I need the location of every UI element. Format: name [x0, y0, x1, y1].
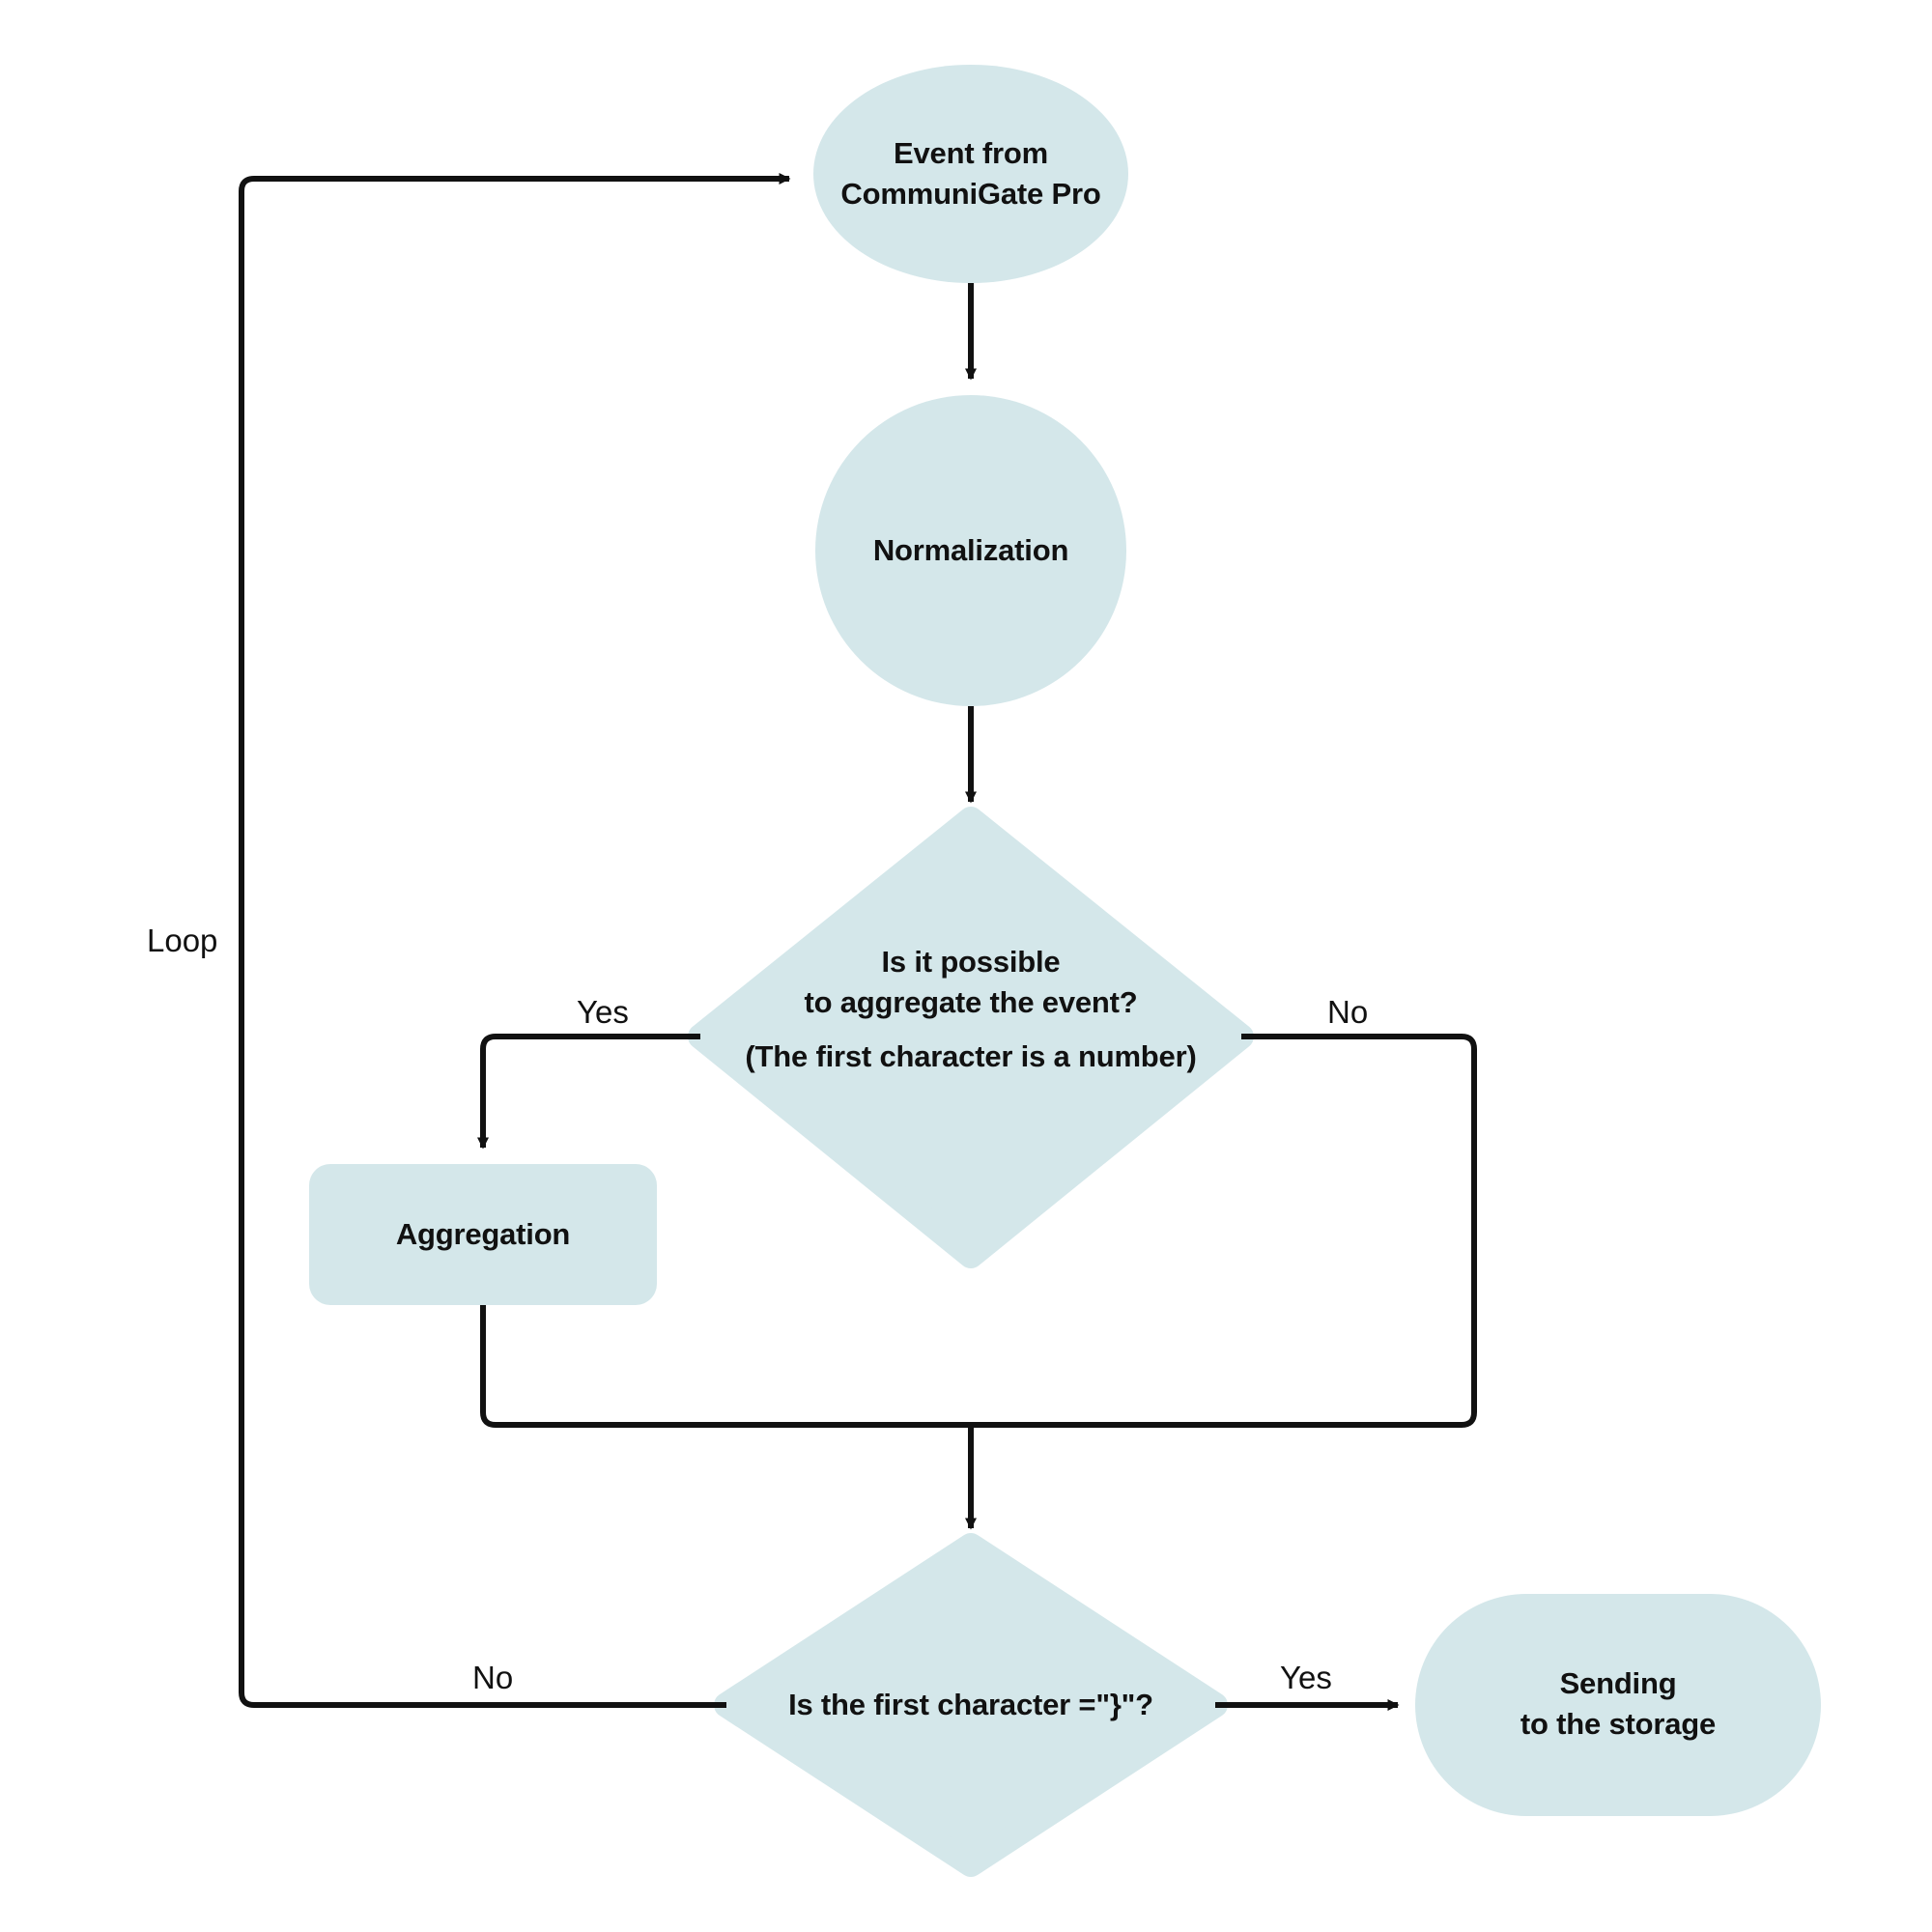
edge-label-brace-yes: Yes [1280, 1660, 1332, 1695]
edge-label-aggregate-no: No [1327, 994, 1369, 1030]
node-normalization-shape[interactable] [815, 395, 1126, 706]
edge-aggregate-no-to-merge [971, 1034, 1477, 1428]
node-start-shape[interactable] [813, 65, 1128, 283]
edge-aggregate-yes-to-aggregation [477, 1034, 700, 1150]
node-aggregate-decision-shape[interactable] [688, 807, 1254, 1268]
edge-label-loop: Loop [147, 923, 218, 958]
node-storage-shape[interactable] [1415, 1594, 1821, 1816]
edge-label-brace-no: No [472, 1660, 514, 1695]
edge-label-aggregate-yes: Yes [577, 994, 629, 1030]
node-brace-decision-shape[interactable] [714, 1533, 1228, 1877]
node-aggregation-shape[interactable] [309, 1164, 657, 1305]
edge-brace-no-loop-to-start [239, 173, 791, 1708]
edge-aggregation-to-merge [480, 1305, 971, 1428]
